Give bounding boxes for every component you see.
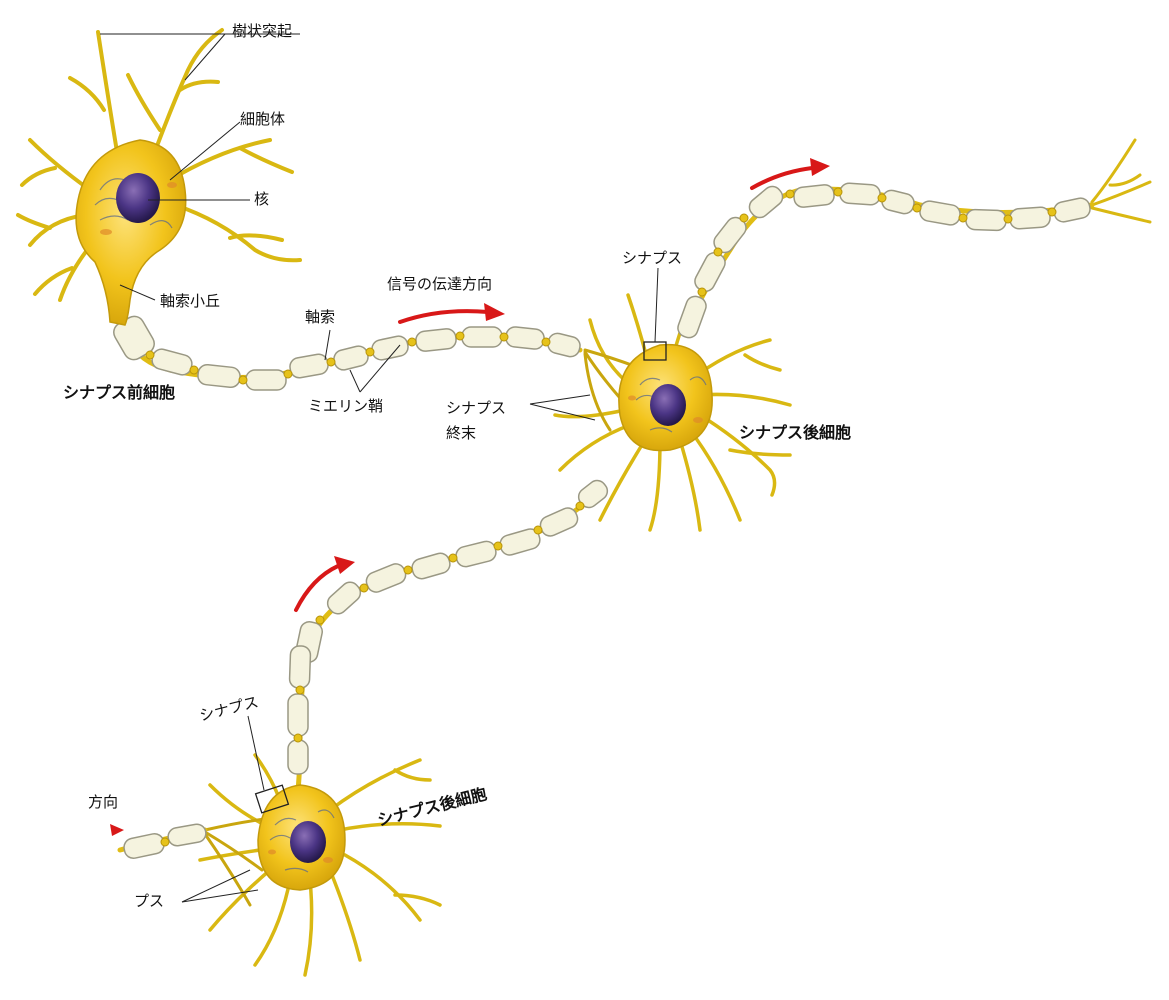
label-dendrite: 樹状突起: [232, 22, 293, 40]
nucleus-postsynaptic-2: [290, 821, 326, 863]
label-presynaptic-cell: シナプス前細胞: [63, 383, 176, 402]
signal-arrow-3-head: [334, 556, 355, 574]
leader-lines: [100, 33, 659, 903]
nucleus-postsynaptic-1: [650, 384, 686, 426]
label-axon-hillock: 軸索小丘: [160, 292, 221, 310]
label-postsynaptic-cell-1: シナプス後細胞: [739, 423, 852, 442]
signal-arrow-2-head: [810, 158, 830, 176]
label-cut-direction: 方向: [88, 793, 119, 811]
label-synapse-top: シナプス: [622, 249, 683, 267]
organelles: [94, 173, 707, 873]
signal-arrow-1: [398, 309, 490, 324]
myelin-sheath-segments: [113, 182, 1091, 860]
label-cut-synapse: プス: [134, 892, 165, 910]
label-axon: 軸索: [305, 308, 336, 326]
signal-arrow-4-head: [110, 824, 124, 836]
signal-arrow-1-head: [484, 303, 505, 321]
signal-arrow-3: [294, 564, 340, 612]
label-nucleus: 核: [254, 190, 270, 208]
label-myelin-sheath: ミエリン鞘: [308, 397, 384, 415]
label-synaptic-terminal: シナプス 終末: [446, 399, 507, 442]
signal-arrow-2: [750, 166, 814, 190]
cell-bodies: [75, 139, 713, 891]
signal-direction-arrows: [110, 158, 830, 836]
synapse-box-bottom: [254, 784, 290, 814]
label-cell-body: 細胞体: [240, 110, 286, 128]
label-signal-direction: 信号の伝達方向: [387, 275, 493, 293]
nucleus-presynaptic: [116, 173, 160, 223]
axon-cores: [117, 186, 1095, 853]
nodes-of-ranvier: [145, 187, 1057, 847]
dendrites: [16, 28, 1152, 977]
